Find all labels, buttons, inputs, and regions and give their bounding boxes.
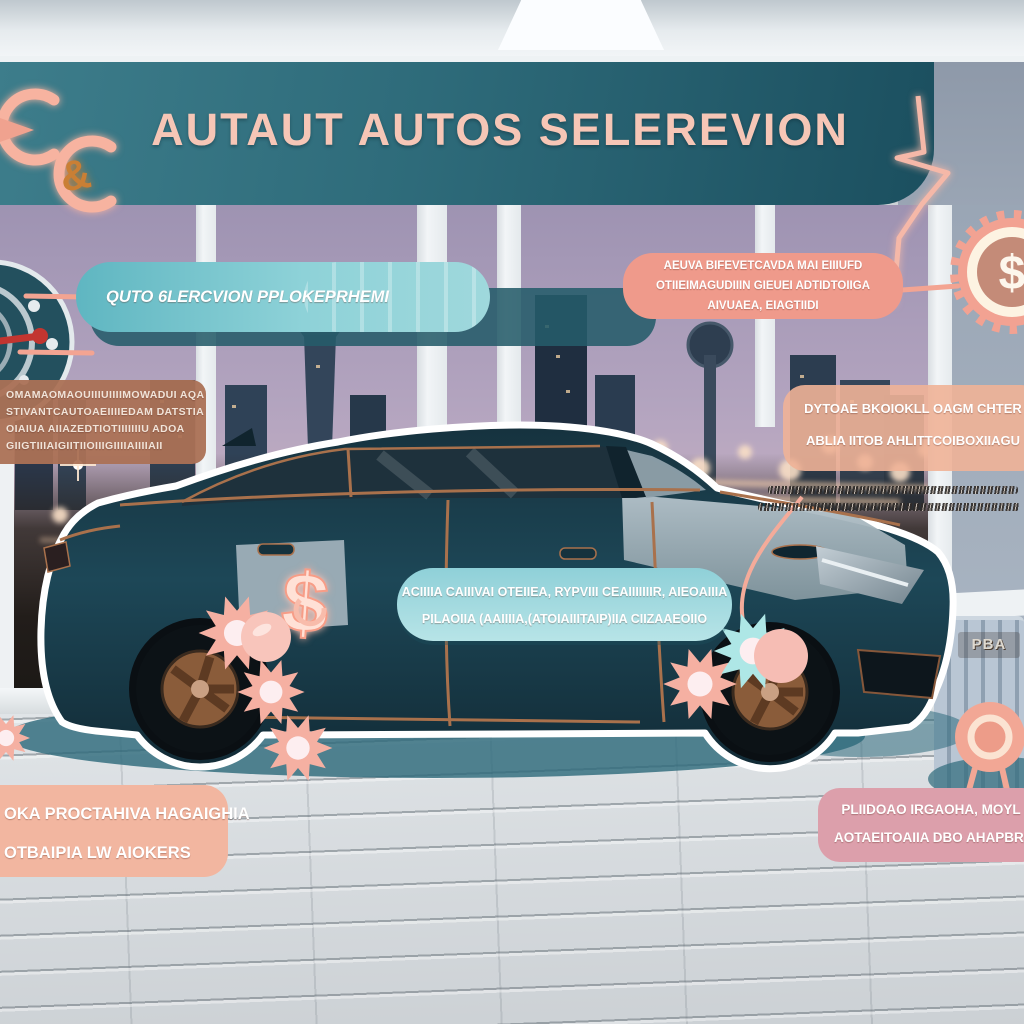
callout-line: PLIIDOAO IRGAOHA, MOYL (841, 802, 1021, 817)
window-sill (0, 688, 938, 714)
callout-line: OKA PROCTAHIVA HAGAIGHIA (4, 805, 250, 823)
callout-teal-center: ACIIIIA CAIIIVAI OTEIIEA, RYPVIII CEAIII… (397, 568, 732, 641)
callout-line: OIAIUA AIIAZEDTIOTIIIIIIIU ADOA (6, 423, 185, 435)
callout-line: AEUVA BIFEVETCAVDA MAI EIIIUFD (663, 259, 863, 272)
callout-pink-bottom-right: PLIIDOAO IRGAOHA, MOYL AOTAEITOAIIA DBO … (818, 788, 1024, 862)
callout-line: AOTAEITOAIIA DBO AHAPBRA (834, 829, 1024, 845)
callout-line: ABLIA IITOB AHLITTCOIBOXIIAGU (805, 432, 1020, 448)
callout-pink-right: DYTOAE BKOIOKLL OAGM CHTER ABLIA IITOB A… (783, 385, 1024, 471)
callout-line: PILAOIIA (AAIIIIA,(ATOIAIIITAIP)IIA CIIZ… (421, 611, 708, 626)
banner-title: AUTAUT AUTOS SELEREVION (151, 104, 849, 155)
window-frame-left (0, 400, 14, 700)
scribble-line (758, 503, 1020, 511)
callout-pink-top-right: AEUVA BIFEVETCAVDA MAI EIIIUFD OTIIEIMAG… (623, 253, 903, 319)
callout-line: OTBAIPIA LW AIOKERS (4, 843, 191, 862)
callout-line: DYTOAE BKOIOKLL OAGM CHTER (804, 401, 1022, 416)
callout-line: GIIGTIIIAIGIITIIOIIIGIIIIAIIIIAII (6, 440, 163, 452)
ceiling-light-panel (498, 0, 664, 50)
callout-tan-left: OMAMAOMAOUIIIUIIIIMOWADUI AQA STIVANTCAU… (0, 380, 206, 464)
title-banner: AUTAUT AUTOS SELEREVION (0, 62, 934, 205)
callout-teal-top: QUTO 6LERCVION PPLOKEPRHEMI (76, 262, 490, 332)
callout-line: OTIIEIMAGUDIIIN GIEUEI ADTIDTOIIGA (655, 279, 871, 292)
scribble-line (768, 486, 1018, 494)
callout-line: ACIIIIA CAIIIVAI OTEIIEA, RYPVIII CEAIII… (401, 585, 728, 599)
radiator-label: PBA (958, 632, 1020, 658)
callout-pink-bottom-left: OKA PROCTAHIVA HAGAIGHIA OTBAIPIA LW AIO… (0, 785, 250, 877)
callout-line: AIVUAEA, EIAGTIIDI (707, 300, 819, 313)
callout-line: OMAMAOMAOUIIIUIIIIMOWADUI AQA (6, 389, 205, 401)
callout-text: QUTO 6LERCVION PPLOKEPRHEMI (106, 287, 389, 306)
callout-line: STIVANTCAUTOAEIIIIEDAM DATSTIA (6, 406, 205, 418)
